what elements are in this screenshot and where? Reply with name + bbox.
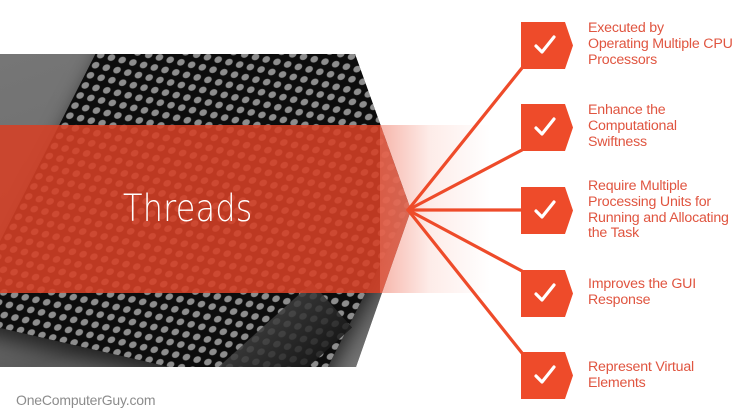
feature-item-line: Processors bbox=[588, 51, 657, 68]
check-badge-2 bbox=[521, 104, 573, 151]
hero-title: Threads bbox=[123, 187, 253, 230]
feature-item-line: Improves the GUI bbox=[588, 276, 696, 292]
feature-item-line: Represent Virtual bbox=[588, 359, 694, 375]
feature-item-line: Response bbox=[588, 291, 651, 308]
feature-item-line: Processing Units for bbox=[588, 193, 711, 210]
feature-item-line: Operating Multiple CPU bbox=[588, 35, 733, 52]
feature-item-3: Require Multiple Processing Units for Ru… bbox=[588, 178, 747, 242]
feature-item-line: Executed by bbox=[588, 20, 664, 36]
checkmark-icon bbox=[534, 117, 556, 136]
checkmark-icon bbox=[534, 365, 556, 384]
check-badge-3 bbox=[521, 187, 573, 234]
title-band bbox=[0, 125, 411, 293]
feature-item-4: Improves the GUI Response bbox=[588, 276, 747, 309]
check-badge-1 bbox=[521, 22, 573, 69]
feature-item-line: Swiftness bbox=[588, 133, 647, 150]
title-band-fade bbox=[380, 125, 490, 293]
feature-item-2: Enhance the Computational Swiftness bbox=[588, 102, 747, 150]
checkmark-icon bbox=[534, 283, 556, 302]
feature-item-line: Running and Allocating bbox=[588, 209, 729, 226]
feature-item-line: Enhance the bbox=[588, 102, 666, 118]
feature-item-1: Executed by Operating Multiple CPU Proce… bbox=[588, 20, 747, 68]
check-badge-5 bbox=[521, 352, 573, 399]
feature-item-line: Computational bbox=[588, 117, 677, 134]
feature-item-5: Represent Virtual Elements bbox=[588, 359, 747, 392]
site-watermark: OneComputerGuy.com bbox=[16, 392, 156, 408]
feature-item-line: the Task bbox=[588, 225, 639, 242]
checkmark-icon bbox=[534, 35, 556, 54]
hero-image bbox=[0, 54, 411, 367]
feature-item-line: Require Multiple bbox=[588, 178, 688, 194]
checkmark-icon bbox=[534, 200, 556, 219]
check-badge-4 bbox=[521, 270, 573, 317]
feature-item-line: Elements bbox=[588, 374, 646, 391]
